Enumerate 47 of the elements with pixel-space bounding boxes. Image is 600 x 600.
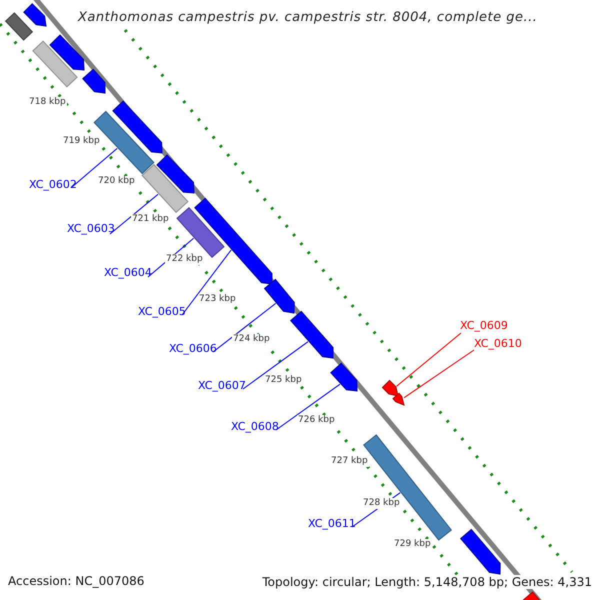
leader-line	[404, 350, 474, 398]
scale-label: 721 kbp	[131, 214, 170, 225]
footer-text: Topology: circular; Length: 5,148,708 bp; Genes: 4,331	[262, 575, 592, 589]
title: Xanthomonas campestris pv. campestris str. 8004, complete ge...	[78, 11, 538, 24]
scale-label: 723 kbp	[198, 294, 237, 305]
gene-label: XC_0606	[169, 343, 217, 354]
gene-feature	[330, 362, 358, 392]
gene-feature	[264, 278, 295, 314]
gene-label: XC_0604	[104, 267, 152, 278]
gene-label: XC_0609	[460, 320, 508, 331]
gene-label: XC_0607	[198, 380, 246, 391]
gene-feature	[23, 3, 47, 27]
scale-label: 722 kbp	[165, 254, 204, 265]
gene-label: XC_0611	[308, 518, 356, 529]
leader-line	[182, 249, 232, 316]
gene-label: XC_0605	[138, 306, 186, 317]
gene-feature	[82, 68, 106, 94]
scale-label: 720 kbp	[97, 176, 136, 187]
leader-line	[72, 148, 118, 188]
gene-feature	[392, 392, 405, 406]
scale-label: 718 kbp	[28, 97, 67, 108]
scale-label: 728 kbp	[362, 498, 401, 509]
footer-text: Accession: NC_007086	[8, 575, 144, 587]
gene-feature	[4, 12, 34, 41]
gene-label: XC_0602	[29, 179, 77, 190]
scale-label: 719 kbp	[62, 136, 101, 147]
scale-label: 727 kbp	[330, 456, 369, 467]
scale-label: 729 kbp	[393, 539, 432, 550]
gene-feature	[141, 164, 189, 214]
gene-feature	[49, 34, 85, 71]
gene-feature	[156, 154, 195, 194]
gene-label: XC_0608	[231, 421, 279, 432]
leader-line	[110, 194, 159, 234]
leader-line	[396, 332, 462, 387]
gene-feature	[460, 528, 501, 575]
gene-feature	[112, 100, 163, 154]
scale-label: 726 kbp	[297, 415, 336, 426]
gene-feature	[522, 591, 541, 600]
gene-feature	[32, 40, 78, 88]
scale-label: 724 kbp	[232, 334, 271, 345]
gene-label: XC_0610	[474, 338, 522, 349]
gene-feature	[382, 380, 399, 397]
gene-feature	[290, 310, 334, 359]
gene-label: XC_0603	[67, 223, 115, 234]
scale-label: 725 kbp	[264, 375, 303, 386]
leader-line	[276, 384, 340, 430]
leader-line	[242, 341, 308, 390]
